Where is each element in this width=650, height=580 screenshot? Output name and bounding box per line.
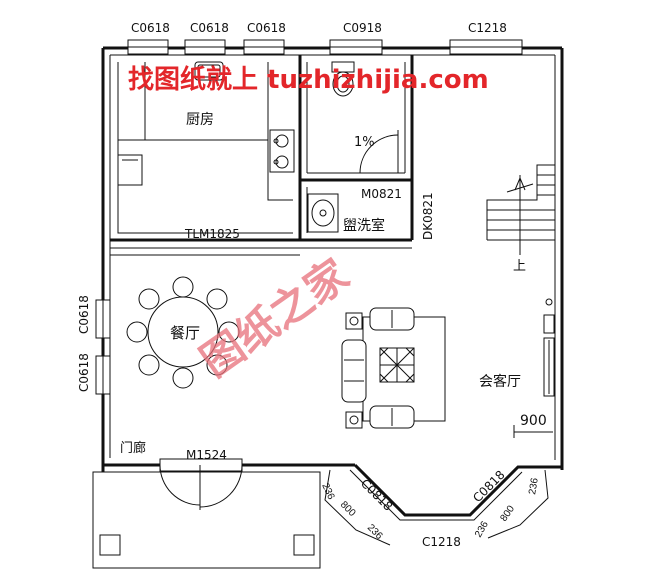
door-code-kitchen: TLM1825 [184, 227, 240, 241]
window-code-bay-bottom: C1218 [422, 535, 461, 549]
stairs [486, 164, 555, 255]
steps-marker [513, 425, 553, 438]
watermark-site-name: 图纸之家 [192, 250, 358, 387]
window-code-bay-right: C0818 [470, 468, 507, 505]
bath-door [359, 130, 399, 174]
kitchen-counters [117, 61, 295, 234]
dim-bay-c: 236 [365, 522, 385, 542]
dim-bay-a: 236 [319, 482, 336, 502]
door-code-wash: DK0821 [421, 192, 435, 240]
left-windows [95, 299, 111, 395]
top-windows [127, 39, 523, 55]
dim-steps: 900 [520, 413, 547, 429]
sofa-set [341, 307, 446, 429]
window-code-left-upper: C0618 [77, 295, 91, 334]
stair-up-label: 上 [513, 259, 526, 274]
room-porch: 门廊 [120, 440, 146, 456]
window-code-top-right: C1218 [468, 21, 507, 35]
door-code-entry: M1524 [186, 448, 227, 462]
dim-bay-d: 236 [473, 519, 491, 539]
room-kitchen: 厨房 [186, 112, 214, 128]
door-code-bath: M0821 [361, 187, 402, 201]
window-code-bay-left: C0818 [358, 476, 395, 513]
window-code-top-left-3: C0618 [247, 21, 286, 35]
window-code-top-mid: C0918 [343, 21, 382, 35]
wash-basin [307, 193, 339, 233]
window-code-left-lower: C0618 [77, 353, 91, 392]
watermark-url: 找图纸就上 tuzhizhijia.com [128, 64, 489, 95]
dim-bay-f: 236 [527, 477, 541, 496]
window-code-top-left-1: C0618 [131, 21, 170, 35]
room-wash: 盥洗室 [343, 217, 385, 234]
dining-set [126, 276, 240, 389]
slope-label: 1% [354, 135, 375, 150]
room-living: 会客厅 [479, 373, 521, 390]
room-dining: 餐厅 [170, 324, 200, 342]
porch [92, 471, 321, 569]
entry-door [159, 458, 243, 510]
right-openings [543, 298, 555, 397]
window-code-top-left-2: C0618 [190, 21, 229, 35]
toilet [331, 61, 355, 97]
dim-bay-b: 800 [338, 499, 358, 519]
bay-dimension-lines [324, 469, 549, 546]
dim-bay-e: 800 [498, 503, 517, 523]
interior-walls [110, 55, 414, 256]
